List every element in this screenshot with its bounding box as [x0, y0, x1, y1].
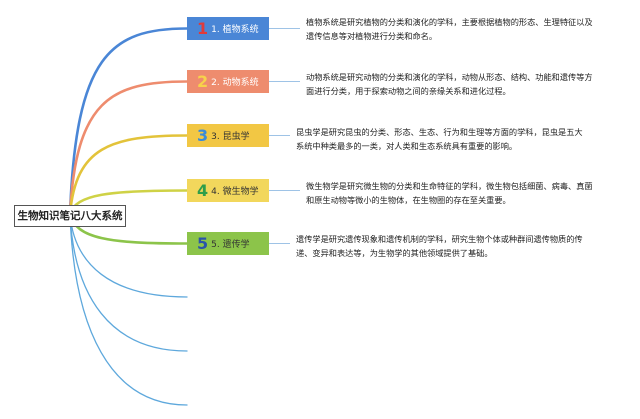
description-line: 昆虫学是研究昆虫的分类、形态、生态、行为和生理等方面的学科，昆虫是五大 [296, 127, 583, 137]
description-line: 系统中种类最多的一类，对人类和生态系统具有重要的影响。 [296, 141, 518, 151]
topic-description-4: 微生物学是研究微生物的分类和生命特征的学科，微生物包括细菌、病毒、真菌和原生动物… [306, 179, 593, 207]
branch-line-2 [68, 80, 189, 216]
root-topic[interactable]: 生物知识笔记八大系统 [14, 205, 126, 227]
topic-description-3: 昆虫学是研究昆虫的分类、形态、生态、行为和生理等方面的学科，昆虫是五大系统中种类… [296, 125, 583, 153]
topic-label: 5. 遗传学 [211, 240, 250, 250]
topic-description-5: 遗传学是研究遗传现象和遗传机制的学科，研究生物个体或种群间遗传物质的传递、变异和… [296, 232, 583, 260]
topic-label: 3. 昆虫学 [211, 132, 250, 142]
description-line: 和原生动物等微小的生物体，在生物圈的存在至关重要。 [306, 195, 511, 205]
branch-line-1 [68, 27, 189, 216]
topic-number: 5 [197, 233, 209, 253]
topic-description-1: 植物系统是研究植物的分类和演化的学科，主要根据植物的形态、生理特征以及遗传信息等… [306, 15, 593, 43]
topic-description-2: 动物系统是研究动物的分类和演化的学科，动物从形态、结构、功能和遗传等方面进行分类… [306, 70, 593, 98]
topic-number: 1 [197, 18, 209, 38]
description-line: 遗传学是研究遗传现象和遗传机制的学科，研究生物个体或种群间遗传物质的传 [296, 234, 583, 244]
description-line: 递、变异和表达等，为生物学的其他领域提供了基础。 [296, 248, 493, 258]
empty-branch-3 [69, 213, 188, 406]
description-line: 遗传信息等对植物进行分类和命名。 [306, 31, 438, 41]
branch-line-3 [68, 134, 189, 216]
topic-label: 4. 微生物学 [211, 187, 259, 197]
topic-number: 4 [197, 180, 209, 200]
topic-label: 1. 植物系统 [211, 25, 259, 35]
topic-number: 2 [197, 71, 209, 91]
topic-number: 3 [197, 125, 209, 145]
topic-label: 2. 动物系统 [211, 78, 259, 88]
empty-branch-2 [69, 213, 188, 352]
description-line: 微生物学是研究微生物的分类和生命特征的学科，微生物包括细菌、病毒、真菌 [306, 181, 593, 191]
description-line: 植物系统是研究植物的分类和演化的学科，主要根据植物的形态、生理特征以及 [306, 17, 593, 27]
empty-branch-1 [69, 213, 188, 298]
description-line: 动物系统是研究动物的分类和演化的学科，动物从形态、结构、功能和遗传等方 [306, 72, 593, 82]
description-line: 面进行分类，用于探索动物之间的亲缘关系和进化过程。 [306, 86, 511, 96]
